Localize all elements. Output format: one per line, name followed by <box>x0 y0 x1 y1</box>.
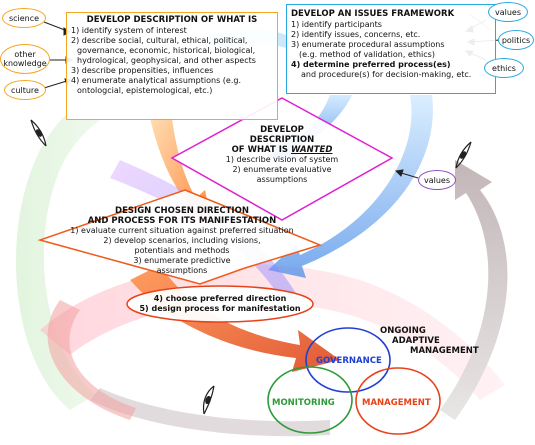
management-heading: ONGOING ADAPTIVE MANAGEMENT <box>380 326 480 356</box>
wanted-item: 1) describe vision of system <box>225 155 339 164</box>
choose-item: 5) design process for manifestation <box>139 304 301 313</box>
wanted-title-3-pre: OF WHAT IS <box>231 145 291 155</box>
management-circle <box>355 367 441 435</box>
issues-title: DEVELOP AN ISSUES FRAMEWORK <box>291 9 455 19</box>
governance-label: GOVERNANCE <box>316 356 382 366</box>
design-item: 2) develop scenarios, including visions, <box>103 236 261 245</box>
governance-circle <box>305 327 391 393</box>
input-values-wanted: values <box>418 170 456 190</box>
choose-text: 4) choose preferred direction 5) design … <box>128 294 312 314</box>
what-is-item: hydrological, geophysical, and other asp… <box>77 56 256 65</box>
design-item: potentials and methods <box>134 246 230 255</box>
what-is-item: 1) identify system of interest <box>71 26 187 35</box>
issues-item: (e.g. method of validation, ethics) <box>299 50 435 59</box>
input-ethics: ethics <box>484 58 524 78</box>
design-text: DESIGN CHOSEN DIRECTION AND PROCESS FOR … <box>62 206 302 276</box>
design-item: 3) enumerate predictive <box>133 256 231 265</box>
what-is-title: DEVELOP DESCRIPTION OF WHAT IS <box>86 15 258 25</box>
issues-item-bold: 4) determine preferred process(es) <box>291 60 451 69</box>
choose-item: 4) choose preferred direction <box>153 294 287 303</box>
monitoring-circle <box>267 366 353 434</box>
design-item: 1) evaluate current situation against pr… <box>70 226 294 235</box>
design-title-1: DESIGN CHOSEN DIRECTION <box>115 206 249 216</box>
what-is-item: governance, economic, historical, biolog… <box>77 46 256 55</box>
wanted-item: 2) enumerate evaluative <box>232 165 332 174</box>
wanted-title-1: DEVELOP <box>260 125 304 135</box>
design-item: assumptions <box>156 266 208 275</box>
wanted-diamond <box>170 97 394 221</box>
choose-ellipse <box>126 285 314 323</box>
what-is-item: 4) enumerate analytical assumptions (e.g… <box>71 76 242 85</box>
input-values: values <box>488 2 528 22</box>
management-heading-line: ONGOING <box>380 326 426 336</box>
issues-item: and procedure(s) for decision-making, et… <box>301 70 472 79</box>
eye-icon <box>455 141 472 169</box>
what-is-item: ontologcial, epistemological, etc.) <box>77 86 213 95</box>
management-heading-line: MANAGEMENT <box>410 346 479 356</box>
issues-item: 1) identify participants <box>291 20 382 29</box>
issues-item: 3) enumerate procedural assumptions <box>291 40 445 49</box>
what-is-item: 2) describe social, cultural, ethical, p… <box>71 36 248 45</box>
design-shape <box>37 189 323 285</box>
management-heading-line: ADAPTIVE <box>392 336 440 346</box>
management-label: MANAGEMENT <box>362 398 431 408</box>
design-title-2: AND PROCESS FOR ITS MANIFESTATION <box>87 216 277 226</box>
issues-item: 2) identify issues, concerns, etc. <box>291 30 421 39</box>
input-culture: culture <box>4 80 46 100</box>
issues-framework-box: DEVELOP AN ISSUES FRAMEWORK 1) identify … <box>286 4 496 94</box>
eye-icon <box>202 385 215 415</box>
wanted-title-3-em: WANTED <box>290 145 333 155</box>
what-is-box: DEVELOP DESCRIPTION OF WHAT IS 1) identi… <box>66 12 278 120</box>
input-other-knowledge: other knowledge <box>0 44 50 74</box>
input-science: science <box>2 8 46 28</box>
wanted-text: DEVELOP DESCRIPTION OF WHAT IS WANTED 1)… <box>222 125 342 185</box>
wanted-item: assumptions <box>256 175 308 184</box>
what-is-item: 3) describe propensities, influences <box>71 66 214 75</box>
monitoring-label: MONITORING <box>272 398 335 408</box>
wanted-title-3: OF WHAT IS WANTED <box>222 145 342 155</box>
input-politics: politics <box>498 30 534 50</box>
wanted-title-2: DESCRIPTION <box>249 135 315 145</box>
eye-icon <box>30 119 47 147</box>
